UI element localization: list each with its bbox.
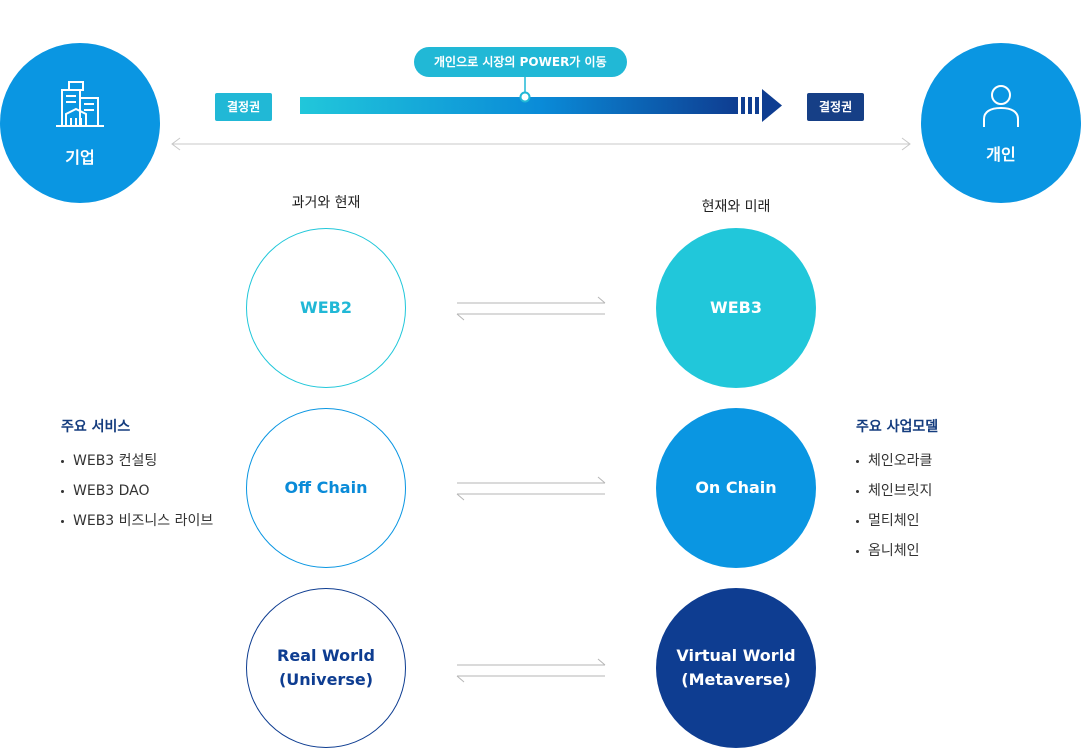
company-label: 기업 (65, 148, 95, 167)
individual-circle: 개인 (921, 43, 1081, 203)
exchange-arrows-1 (456, 296, 606, 321)
exchange-arrows-2 (456, 476, 606, 501)
business-models-list: 체인오라클 체인브릿지 멀티체인 옴니체인 (856, 446, 932, 566)
present-future-title: 현재와 미래 (701, 199, 771, 215)
off-chain-label: Off Chain (284, 478, 368, 497)
list-item: WEB3 DAO (61, 476, 213, 506)
services-list: WEB3 컨설팅 WEB3 DAO WEB3 비즈니스 라이브 (61, 446, 213, 536)
decision-tag-left: 결정권 (215, 93, 273, 121)
list-item: 옴니체인 (856, 536, 932, 566)
list-item: WEB3 비즈니스 라이브 (61, 506, 213, 536)
real-world-circle: Real World (Universe) (246, 588, 406, 748)
individual-label: 개인 (986, 145, 1016, 164)
web2-circle: WEB2 (246, 228, 406, 388)
web3-label: WEB3 (710, 298, 762, 317)
services-title: 주요 서비스 (61, 419, 131, 435)
decision-tag-right: 결정권 (807, 93, 865, 121)
list-item: 체인오라클 (856, 446, 932, 476)
on-chain-circle: On Chain (656, 408, 816, 568)
list-item: WEB3 컨설팅 (61, 446, 213, 476)
list-item: 체인브릿지 (856, 476, 932, 506)
building-icon (56, 81, 104, 127)
exchange-arrows-3 (456, 658, 606, 683)
company-circle: 기업 (0, 43, 160, 203)
list-item: 멀티체인 (856, 506, 932, 536)
past-present-title: 과거와 현재 (291, 195, 361, 211)
web3-circle: WEB3 (656, 228, 816, 388)
virtual-world-label: Virtual World (Metaverse) (676, 646, 796, 689)
web2-label: WEB2 (300, 298, 352, 317)
virtual-world-circle: Virtual World (Metaverse) (656, 588, 816, 748)
on-chain-label: On Chain (695, 478, 777, 497)
power-shift-pill: 개인으로 시장의 POWER가 이동 (414, 47, 627, 77)
off-chain-circle: Off Chain (246, 408, 406, 568)
power-arrow (171, 77, 911, 151)
real-world-label: Real World (Universe) (277, 646, 375, 689)
business-models-title: 주요 사업모델 (856, 419, 939, 435)
person-icon (983, 85, 1019, 127)
